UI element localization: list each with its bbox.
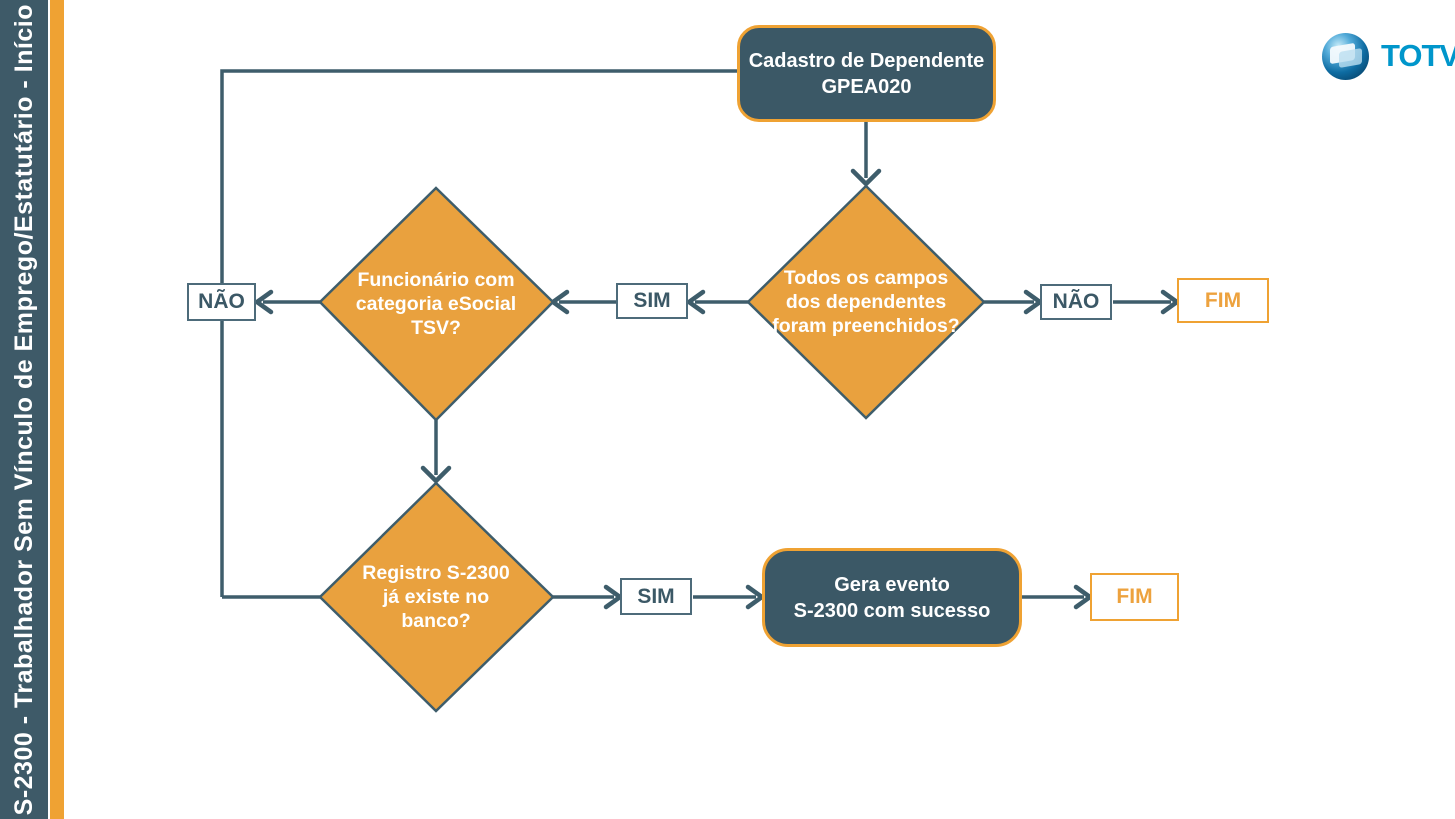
decision1-diamond bbox=[746, 184, 986, 420]
fim-node-bottom: FIM bbox=[1090, 573, 1179, 621]
decision2-line2: categoria eSocial bbox=[355, 293, 517, 315]
totvs-logo: TOTVS bbox=[1322, 31, 1455, 81]
decision1-label: Todos os campos dos dependentes foram pr… bbox=[746, 266, 986, 338]
start-node-line1: Cadastro de Dependente bbox=[748, 49, 985, 72]
success-node-line2: S-2300 com sucesso bbox=[793, 599, 991, 622]
sidebar: S-2300 - Trabalhador Sem Vínculo de Empr… bbox=[0, 0, 48, 819]
decision2-line1: Funcionário com bbox=[357, 269, 515, 291]
sim-label-bottom: SIM bbox=[620, 578, 692, 615]
decision2-line3: TSV? bbox=[411, 317, 461, 339]
connector-loop-to-start-line bbox=[220, 69, 737, 597]
decision1-line3: foram preenchidos? bbox=[772, 315, 960, 337]
arrowhead-left-sim1-icon bbox=[685, 289, 706, 315]
totvs-logo-shape bbox=[1339, 47, 1362, 68]
arrowhead-down-decision3-icon bbox=[420, 465, 452, 485]
decision3-line1: Registro S-2300 bbox=[362, 562, 510, 584]
success-node-line1: Gera evento bbox=[834, 573, 950, 596]
sidebar-title: S-2300 - Trabalhador Sem Vínculo de Empr… bbox=[9, 3, 38, 816]
arrowhead-left-no2-icon bbox=[253, 289, 274, 315]
totvs-logo-icon bbox=[1322, 32, 1369, 80]
start-node-line2: GPEA020 bbox=[821, 75, 912, 98]
totvs-wordmark: TOTVS bbox=[1381, 38, 1455, 73]
arrowhead-down-decision1-icon bbox=[850, 168, 882, 188]
decision1-line1: Todos os campos bbox=[783, 267, 949, 289]
no-label-left: NÃO bbox=[187, 283, 256, 321]
success-node: Gera evento S-2300 com sucesso bbox=[762, 548, 1022, 647]
no-label-right: NÃO bbox=[1040, 284, 1112, 320]
decision2-diamond bbox=[318, 186, 555, 422]
decision2-label: Funcionário com categoria eSocial TSV? bbox=[316, 268, 556, 340]
sidebar-accent-bar bbox=[50, 0, 64, 819]
fim-node-right: FIM bbox=[1177, 278, 1269, 323]
start-node: Cadastro de Dependente GPEA020 bbox=[737, 25, 996, 122]
sim-label-top: SIM bbox=[616, 283, 688, 319]
decision1-line2: dos dependentes bbox=[785, 291, 947, 313]
decision3-line2: já existe no bbox=[382, 586, 490, 608]
decision3-line3: banco? bbox=[401, 610, 471, 632]
decision3-diamond bbox=[318, 481, 555, 713]
decision3-label: Registro S-2300 já existe no banco? bbox=[316, 561, 556, 633]
